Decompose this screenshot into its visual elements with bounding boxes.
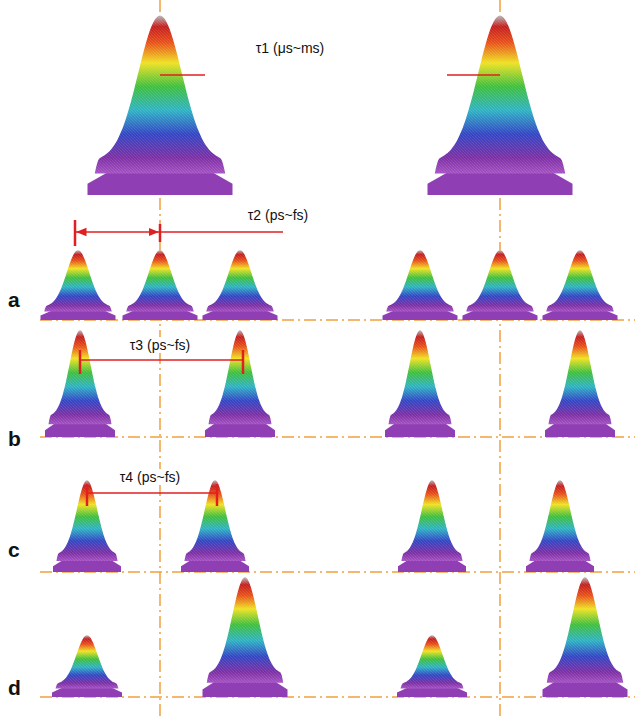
delay-arrow	[76, 231, 159, 233]
peak-mesh	[386, 250, 454, 311]
peak-body	[547, 577, 624, 682]
pulse-peak	[398, 480, 466, 572]
tick	[159, 224, 162, 242]
tick	[74, 220, 77, 246]
peak-mesh	[209, 330, 272, 424]
pulse-peak	[463, 250, 538, 320]
peak-mesh	[206, 250, 274, 311]
peak-body	[206, 250, 274, 311]
tick	[216, 484, 219, 506]
pulse-peak	[41, 250, 116, 320]
row-letter: d	[8, 676, 21, 700]
peak-mesh	[546, 250, 614, 311]
peak-mesh	[95, 16, 226, 174]
delay-label: τ2 (ps~fs)	[246, 207, 310, 223]
pulse-peak	[52, 635, 122, 697]
peak-body	[207, 577, 284, 682]
tick	[86, 484, 89, 506]
pulse-peak	[385, 330, 455, 437]
peak-body	[401, 635, 464, 688]
delay-marker	[447, 74, 500, 76]
peak-body	[386, 250, 454, 311]
peak-body	[435, 16, 566, 174]
delay-marker	[160, 74, 205, 76]
peak-mesh	[466, 250, 534, 311]
delay-label: τ3 (ps~fs)	[128, 337, 192, 353]
pulse-peak	[203, 250, 278, 320]
peak-body	[209, 330, 272, 424]
delay-label: τ4 (ps~fs)	[118, 469, 182, 485]
peak-body	[549, 330, 612, 424]
pulse-peak	[543, 250, 618, 320]
pulse-peak	[53, 480, 121, 572]
peak-mesh	[126, 250, 194, 311]
tick	[242, 350, 245, 374]
pulse-peak	[383, 250, 458, 320]
delay-marker	[160, 231, 283, 233]
peak-mesh	[56, 635, 119, 688]
peak-base	[203, 680, 288, 697]
peak-base	[543, 680, 628, 697]
peak-mesh	[401, 635, 464, 688]
peak-body	[546, 250, 614, 311]
pulse-peak	[205, 330, 275, 437]
peak-mesh	[389, 330, 452, 424]
peak-body	[49, 330, 112, 424]
peak-mesh	[549, 330, 612, 424]
peak-body	[389, 330, 452, 424]
pulse-peak	[428, 16, 573, 195]
pulse-peak	[88, 16, 233, 195]
peak-mesh	[529, 480, 590, 561]
peak-body	[126, 250, 194, 311]
peak-mesh	[49, 330, 112, 424]
peak-mesh	[547, 577, 624, 682]
peak-body	[56, 635, 119, 688]
peak-body	[529, 480, 590, 561]
pulse-peak	[526, 480, 594, 572]
tick	[79, 350, 82, 374]
pulse-peak	[545, 330, 615, 437]
delay-marker	[88, 492, 216, 494]
peak-body	[44, 250, 112, 311]
pulse-peak	[181, 480, 249, 572]
pulse-peak	[543, 577, 628, 697]
delay-label: τ1 (μs~ms)	[254, 40, 326, 56]
row-letter: a	[8, 288, 20, 312]
row-letter: c	[8, 538, 20, 562]
peak-body	[466, 250, 534, 311]
peak-mesh	[435, 16, 566, 174]
delay-marker	[81, 359, 242, 361]
pulse-peak	[45, 330, 115, 437]
pulse-peak	[203, 577, 288, 697]
pulse-peak	[123, 250, 198, 320]
peak-body	[95, 16, 226, 174]
peak-mesh	[401, 480, 462, 561]
peak-body	[401, 480, 462, 561]
pulse-peak	[397, 635, 467, 697]
row-letter: b	[8, 427, 21, 451]
peak-mesh	[44, 250, 112, 311]
peak-mesh	[207, 577, 284, 682]
